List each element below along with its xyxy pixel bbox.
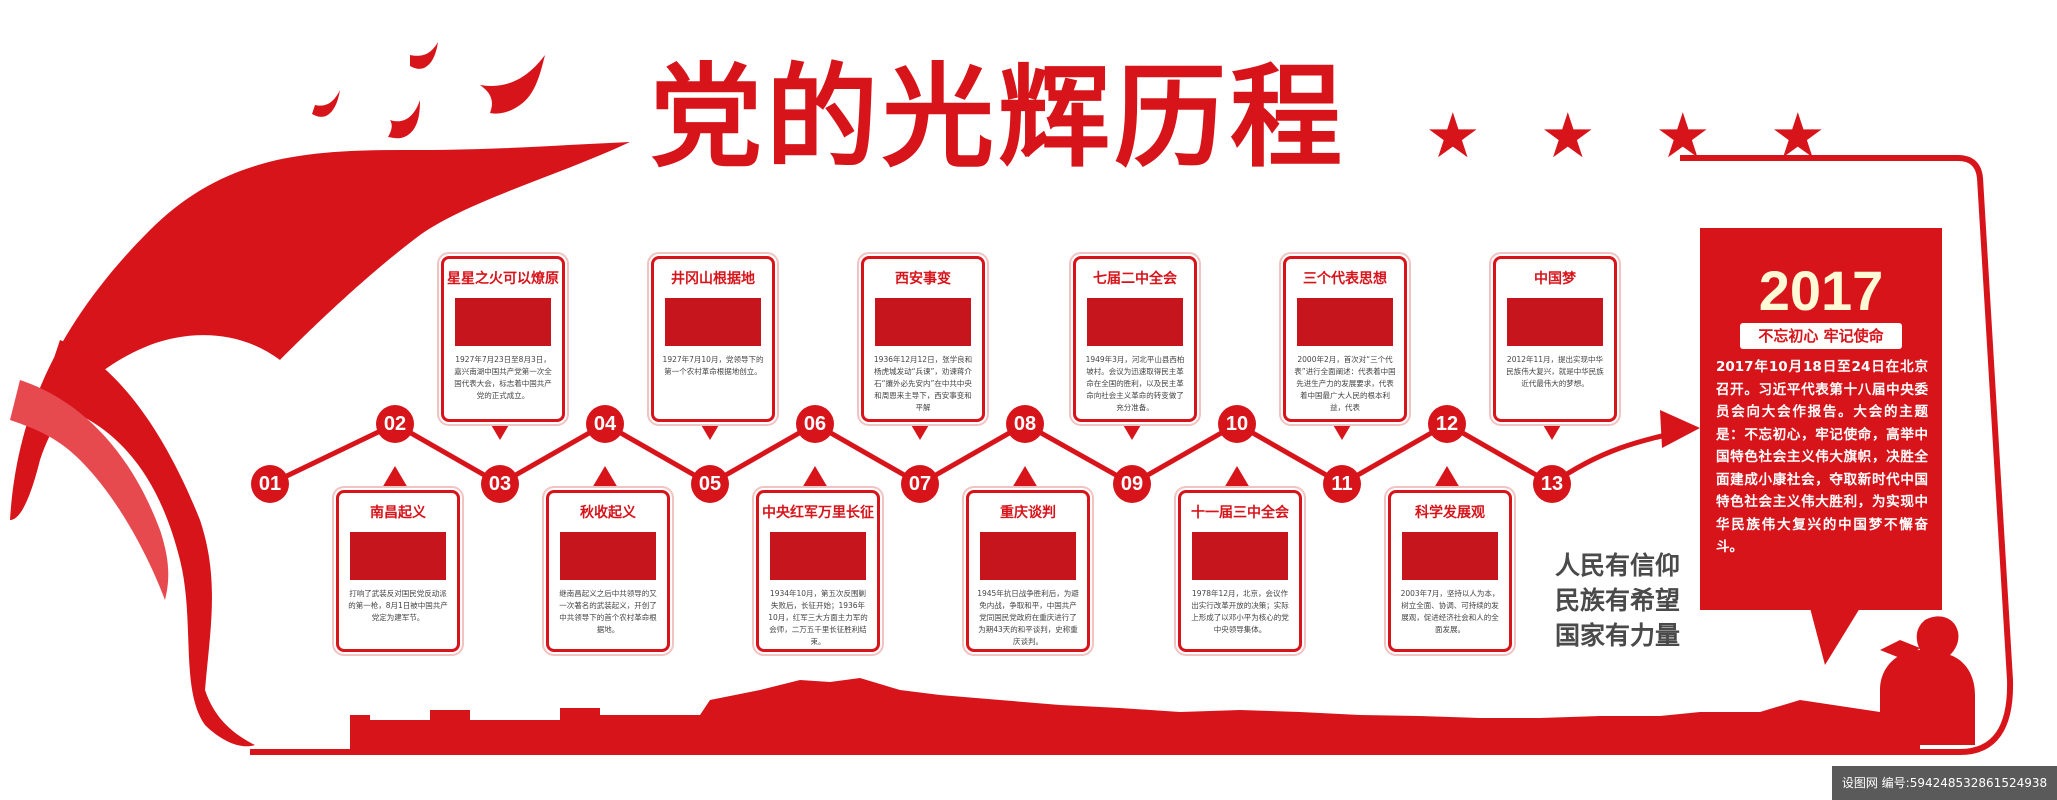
soldier-silhouette	[1880, 640, 1920, 660]
timeline-node: 02	[376, 405, 414, 443]
event-image	[455, 298, 551, 346]
card-pointers	[382, 418, 1565, 488]
event-title: 西安事变	[895, 271, 951, 287]
event-image	[1507, 298, 1603, 346]
event-image	[875, 298, 971, 346]
event-card: 十一届三中全会 1978年12月，北京，会议作出实行改革开放的决策；实际上形成了…	[1178, 490, 1302, 652]
timeline-node: 12	[1428, 405, 1466, 443]
flag-shape	[10, 142, 630, 520]
event-image	[350, 532, 446, 580]
event-text: 2012年11月，提出实现中华民族伟大复兴，就是中华民族近代最伟大的梦想。	[1506, 355, 1604, 388]
timeline-node: 03	[481, 465, 519, 503]
frame-line	[250, 155, 2014, 755]
event-image	[560, 532, 656, 580]
arrow-head-icon	[1660, 410, 1700, 448]
event-text: 1945年抗日战争胜利后，为避免内战，争取和平，中国共产党同国民党政府在重庆进行…	[977, 589, 1079, 646]
event-text: 1949年3月，河北平山县西柏坡村。会议为迅速取得民主革命在全国的胜利，以及民主…	[1085, 355, 1185, 412]
timeline-node: 01	[251, 465, 289, 503]
event-title: 科学发展观	[1415, 505, 1485, 521]
slogan-line: 国家有力量	[1555, 621, 1681, 650]
watermark: 设图网 编号:5942485328615249​38	[1832, 766, 2057, 800]
timeline-node: 09	[1113, 465, 1151, 503]
event-card: 三个代表思想 2000年2月，首次对“三个代表”进行全面阐述：代表着中国先进生产…	[1283, 256, 1407, 422]
doves	[312, 42, 545, 139]
event-title: 中央红军万里长征	[762, 505, 874, 521]
event-title: 十一届三中全会	[1191, 505, 1289, 521]
event-card: 星星之火可以燎原 1927年7月23日至8月3日，嘉兴南湖中国共产党第一次全国代…	[441, 256, 565, 422]
dove-icon	[388, 100, 420, 139]
event-card: 中国梦 2012年11月，提出实现中华民族伟大复兴，就是中华民族近代最伟大的梦想…	[1493, 256, 1617, 422]
event-image	[1087, 298, 1183, 346]
event-title: 秋收起义	[580, 505, 636, 521]
slogan-line: 人民有信仰	[1555, 551, 1681, 580]
event-text: 继南昌起义之后中共领导的又一次著名的武装起义，开创了中共领导下的首个农村革命根据…	[559, 589, 657, 634]
event-text: 打响了武装反对国民党反动派的第一枪，8月1日被中国共产党定为建军节。	[348, 589, 448, 622]
timeline-node: 08	[1006, 405, 1044, 443]
city-silhouette	[250, 678, 1920, 752]
side-panel: 2017 不忘初心 牢记使命 2017年10月18日至24日在北京召开。习近平代…	[1700, 228, 1942, 610]
event-title: 星星之火可以燎原	[447, 271, 559, 287]
event-title: 三个代表思想	[1303, 271, 1387, 287]
year-heading: 2017	[1758, 259, 1884, 322]
event-text: 1927年7月10月，党领导下的第一个农村革命根据地创立。	[662, 355, 764, 376]
event-title: 南昌起义	[370, 505, 426, 521]
side-panel-tail	[1810, 608, 1860, 665]
timeline-node: 07	[901, 465, 939, 503]
dove-icon	[312, 90, 340, 117]
event-text: 1934年10月，第五次反围剿失败后，长征开始；1936年10月，红军三大方面主…	[768, 589, 868, 646]
slogan-line: 民族有希望	[1555, 586, 1681, 615]
timeline-node: 06	[796, 405, 834, 443]
event-card: 重庆谈判 1945年抗日战争胜利后，为避免内战，争取和平，中国共产党同国民党政府…	[966, 490, 1090, 652]
soldier-silhouette	[1880, 616, 1975, 745]
star-icon: ★	[1540, 99, 1596, 172]
event-image	[1297, 298, 1393, 346]
star-icon: ★	[1655, 99, 1711, 172]
timeline-node: 10	[1218, 405, 1256, 443]
event-image	[1402, 532, 1498, 580]
event-title: 七届二中全会	[1093, 271, 1177, 287]
event-text: 1936年12月12日，张学良和杨虎城发动“兵谏”，劝谏蒋介石“攘外必先安内”在…	[873, 355, 973, 412]
flag-tail-2	[10, 380, 169, 600]
side-panel-text: 2017年10月18日至24日在北京召开。习近平代表第十八届中央委员会向大会作报…	[1716, 359, 1928, 555]
event-image	[665, 298, 761, 346]
event-card: 中央红军万里长征 1934年10月，第五次反围剿失败后，长征开始；1936年10…	[756, 490, 880, 652]
event-image	[770, 532, 866, 580]
event-card: 科学发展观 2003年7月，坚持以人为本，树立全面、协调、可持续的发展观，促进经…	[1388, 490, 1512, 652]
event-card: 井冈山根据地 1927年7月10月，党领导下的第一个农村革命根据地创立。	[651, 256, 775, 422]
event-card: 秋收起义 继南昌起义之后中共领导的又一次著名的武装起义，开创了中共领导下的首个农…	[546, 490, 670, 652]
event-text: 2003年7月，坚持以人为本，树立全面、协调、可持续的发展观，促进经济社会和人的…	[1400, 589, 1500, 634]
event-card: 南昌起义 打响了武装反对国民党反动派的第一枪，8月1日被中国共产党定为建军节。	[336, 490, 460, 652]
page-title: 党的光辉历程	[650, 53, 1346, 183]
timeline-node: 05	[691, 465, 729, 503]
star-icon: ★	[1425, 99, 1481, 172]
timeline-node: 13	[1533, 465, 1571, 503]
dove-icon	[480, 55, 545, 114]
timeline-node: 11	[1323, 465, 1361, 503]
event-card: 七届二中全会 1949年3月，河北平山县西柏坡村。会议为迅速取得民主革命在全国的…	[1073, 256, 1197, 422]
timeline-node: 04	[586, 405, 624, 443]
event-text: 2000年2月，首次对“三个代表”进行全面阐述：代表着中国先进生产力的发展要求，…	[1294, 355, 1396, 412]
flag-tail	[40, 340, 255, 747]
event-text: 1927年7月23日至8月3日，嘉兴南湖中国共产党第一次全国代表大会，标志着中国…	[454, 355, 552, 400]
event-image	[1192, 532, 1288, 580]
star-icon: ★	[1770, 99, 1826, 172]
event-title: 重庆谈判	[1000, 505, 1056, 521]
event-image	[980, 532, 1076, 580]
event-title: 中国梦	[1534, 271, 1576, 287]
slogan-block: 人民有信仰 民族有希望 国家有力量	[1555, 548, 1680, 653]
event-card: 西安事变 1936年12月12日，张学良和杨虎城发动“兵谏”，劝谏蒋介石“攘外必…	[861, 256, 985, 422]
dove-icon	[410, 42, 438, 69]
event-title: 井冈山根据地	[671, 271, 755, 287]
motto-badge: 不忘初心 牢记使命	[1740, 323, 1902, 349]
event-text: 1978年12月，北京，会议作出实行改革开放的决策；实际上形成了以邓小平为核心的…	[1191, 589, 1289, 634]
